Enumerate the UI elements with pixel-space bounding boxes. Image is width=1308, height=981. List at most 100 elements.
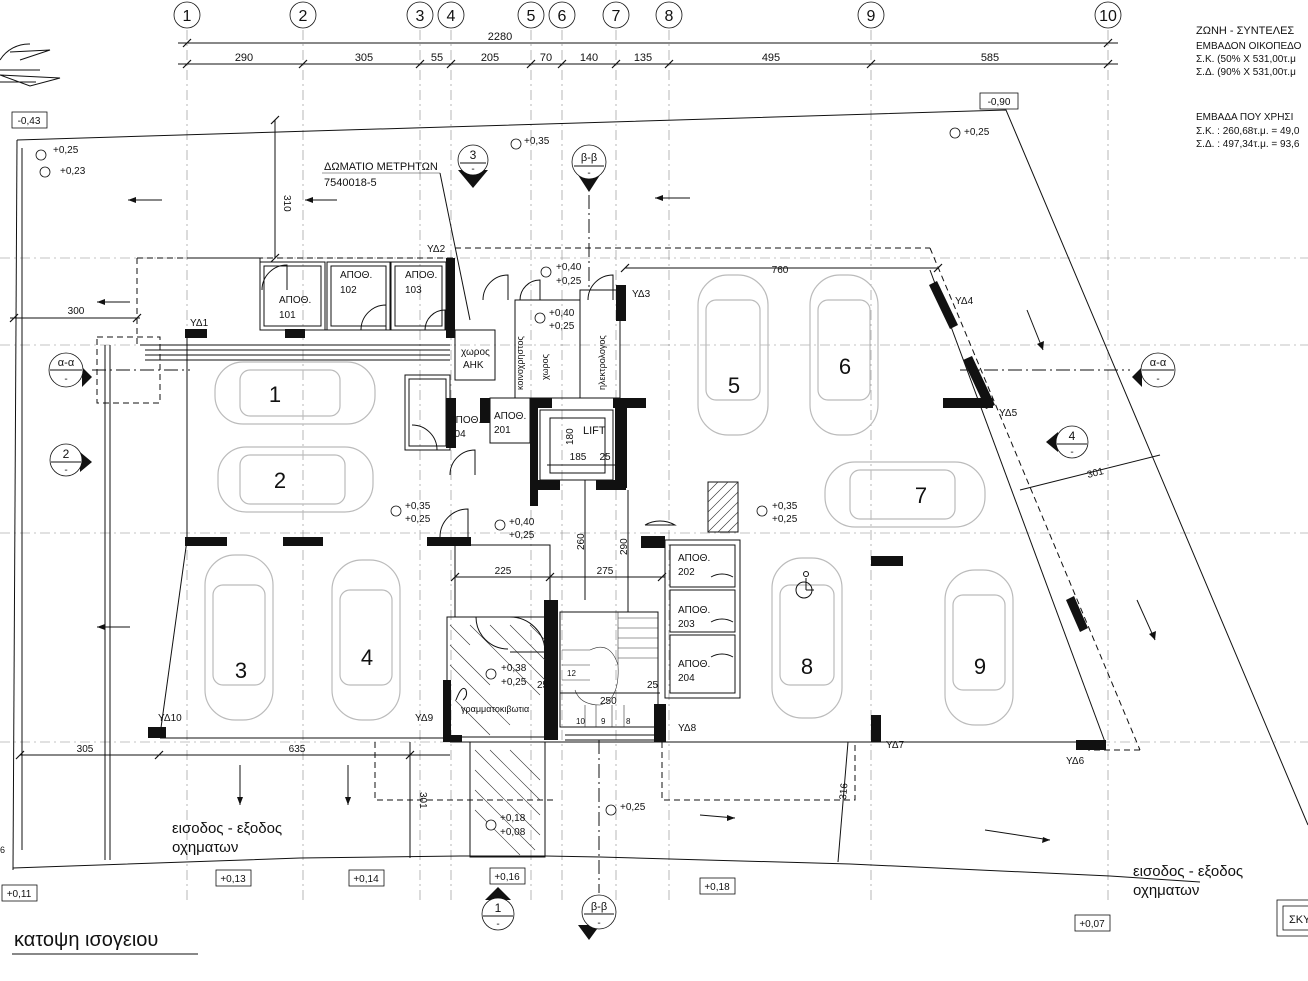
grid-axes <box>0 30 1308 900</box>
level-p007: +0,07 <box>1079 919 1105 930</box>
section-bb-top-label: β-β <box>581 152 597 164</box>
dim-275: 275 <box>597 566 614 577</box>
common-space-label-1: κοινοχρηστος <box>515 336 525 390</box>
dim-top-6: 140 <box>580 52 598 64</box>
dim-760: 760 <box>772 265 789 276</box>
upper-floor-outline <box>96 247 1141 801</box>
level-m090: -0,90 <box>988 97 1011 108</box>
wheelchair-icon <box>795 571 814 599</box>
level-p014: +0,14 <box>353 874 379 885</box>
entrance-right-line-1: εισοδος - εξοδος <box>1133 863 1243 880</box>
axis-bubbles: 1 2 3 4 5 6 7 8 9 10 <box>173 1 1122 29</box>
parking-number-4: 4 <box>361 645 373 670</box>
section-marker-4: 4 - <box>1046 425 1089 459</box>
dim-25b: 25 <box>537 680 549 691</box>
dim-185: 185 <box>570 452 587 463</box>
misc-6: 6 <box>0 845 5 855</box>
room-labels: ΔΩΜΑΤΙΟ ΜΕΤΡΗΤΩΝ 7540018-5 ΑΠΟΘ. 101 ΑΠΟ… <box>279 161 710 714</box>
storage-number-201: 201 <box>494 425 511 436</box>
level-p025f: +0,25 <box>509 530 535 541</box>
axis-label-2: 2 <box>299 8 308 25</box>
dim-250: 250 <box>600 696 617 707</box>
level-p025g: +0,25 <box>772 514 798 525</box>
parking-number-1: 1 <box>269 382 281 407</box>
parking-number-9: 9 <box>974 654 986 679</box>
section-marker-1: 1 - <box>481 887 515 931</box>
entrance-left-line-2: οχηματων <box>172 839 238 856</box>
parking-number-3: 3 <box>235 658 247 683</box>
storage-number-204: 204 <box>678 673 695 684</box>
section-marker-aa-left: α-α - <box>48 352 190 388</box>
storage-number-101: 101 <box>279 310 296 321</box>
meter-code-label: 7540018-5 <box>324 177 377 189</box>
level-p016: +0,16 <box>494 872 520 883</box>
column-yd5: ΥΔ5 <box>999 408 1018 419</box>
column-yd10: ΥΔ10 <box>158 713 182 724</box>
axis-label-1: 1 <box>183 8 192 25</box>
dim-25a: 25 <box>599 452 611 463</box>
axis-label-9: 9 <box>867 8 876 25</box>
dim-top-4: 205 <box>481 52 499 64</box>
dim-305-bottom: 305 <box>77 744 94 755</box>
dim-290: 290 <box>619 538 630 555</box>
parked-cars <box>204 274 1014 726</box>
zone-line-2: ΕΜΒΑΔΟΝ ΟΙΚΟΠΕΔΟ <box>1196 41 1302 52</box>
level-p008: +0,08 <box>500 827 526 838</box>
parking-number-5: 5 <box>728 373 740 398</box>
level-p035a: +0,35 <box>524 136 550 147</box>
parking-number-7: 7 <box>915 483 927 508</box>
sky-label: ΣΚΥ <box>1289 914 1308 926</box>
electrician-label: ηλεκτρολογος <box>597 335 607 390</box>
dim-top-9: 585 <box>981 52 999 64</box>
storage-label-201: ΑΠΟΘ. <box>494 411 526 422</box>
section-1-number: 1 <box>495 901 502 915</box>
sky-box: ΣΚΥ <box>1276 899 1308 937</box>
zone-line-7: Σ.Δ. : 497,34τ.μ. = 93,6 <box>1196 139 1300 150</box>
parking-number-6: 6 <box>839 354 851 379</box>
column-yd8: ΥΔ8 <box>678 723 697 734</box>
level-p011: +0,11 <box>7 889 32 900</box>
storage-number-103: 103 <box>405 285 422 296</box>
level-p038: +0,38 <box>501 663 527 674</box>
storage-label-202: ΑΠΟΘ. <box>678 553 710 564</box>
traffic-arrows <box>97 195 1156 843</box>
level-p018: +0,18 <box>500 813 526 824</box>
dim-301-right: 301 <box>1086 466 1105 481</box>
level-p018b: +0,18 <box>704 882 730 893</box>
dim-total: 2280 <box>488 31 512 43</box>
section-aa-left-sub: - <box>64 374 67 385</box>
dim-310: 310 <box>281 195 292 212</box>
level-p025d: +0,25 <box>549 321 575 332</box>
column-yd6: ΥΔ6 <box>1066 756 1085 767</box>
storage-label-101: ΑΠΟΘ. <box>279 295 311 306</box>
level-p040a: +0,40 <box>556 262 582 273</box>
level-p040c: +0,40 <box>509 517 535 528</box>
section-bb-top-sub: - <box>587 168 590 179</box>
axis-label-4: 4 <box>447 8 456 25</box>
section-marker-aa-right: α-α - <box>960 352 1176 388</box>
section-marker-bb-top: β-β - <box>571 144 607 290</box>
column-yd7: ΥΔ7 <box>886 740 905 751</box>
drawing-title-text: κατοψη ισογειου <box>14 929 158 951</box>
axis-label-6: 6 <box>558 8 567 25</box>
section-markers: 3 - β-β - α-α - α-α - <box>48 144 1176 940</box>
column-yd4: ΥΔ4 <box>955 296 974 307</box>
level-p025a: +0,25 <box>53 145 79 156</box>
column-yd9: ΥΔ9 <box>415 713 434 724</box>
level-p040b: +0,40 <box>549 308 575 319</box>
parking-number-8: 8 <box>801 654 813 679</box>
dim-635: 635 <box>289 744 306 755</box>
parking-number-2: 2 <box>274 468 286 493</box>
storage-number-203: 203 <box>678 619 695 630</box>
dim-top-8: 495 <box>762 52 780 64</box>
column-labels: ΥΔ1 ΥΔ2 ΥΔ3 ΥΔ4 ΥΔ5 ΥΔ6 ΥΔ7 ΥΔ8 ΥΔ9 ΥΔ10 <box>158 244 1085 767</box>
level-p025i: +0,25 <box>620 802 646 813</box>
dim-25c: 25 <box>647 680 659 691</box>
entrance-labels: εισοδος - εξοδος οχηματων εισοδος - εξοδ… <box>172 820 1243 899</box>
storage-label-102: ΑΠΟΘ. <box>340 270 372 281</box>
rooms-outlines <box>259 261 741 858</box>
column-yd3: ΥΔ3 <box>632 289 651 300</box>
dim-260: 260 <box>576 533 587 550</box>
level-p025b: +0,25 <box>964 127 990 138</box>
level-p025h: +0,25 <box>501 677 527 688</box>
